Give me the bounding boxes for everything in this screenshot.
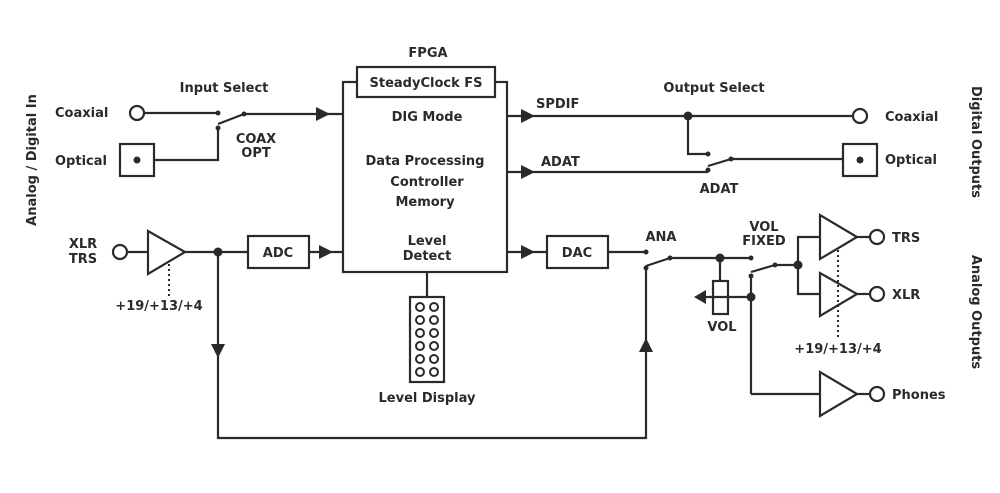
switch-label-opt: OPT	[241, 146, 271, 161]
level-detect-line1: Level	[408, 234, 447, 249]
level-led-icon	[415, 315, 425, 325]
fpga-data-processing: Data Processing	[366, 154, 485, 169]
adat-label: ADAT	[541, 155, 580, 170]
arrow-icon	[521, 165, 535, 179]
coaxial-in-jack-icon	[128, 104, 146, 122]
optical-in-label: Optical	[55, 154, 107, 169]
output-gain-label: +19/+13/+4	[794, 342, 881, 357]
optical-in-jack-icon	[118, 142, 156, 178]
vol-label: VOL	[707, 320, 736, 335]
trs-out-label: TRS	[892, 231, 920, 246]
xlr-out-label: XLR	[892, 288, 920, 303]
ana-switch	[645, 255, 673, 268]
trs-out-jack-icon	[868, 228, 886, 246]
coaxial-out-label: Coaxial	[885, 110, 938, 125]
analog-in-jack-icon	[111, 243, 129, 261]
arrow-up-icon	[639, 338, 653, 352]
fpga-title: FPGA	[408, 46, 447, 61]
dac-label: DAC	[562, 246, 592, 261]
arrow-icon	[521, 109, 535, 123]
arrow-icon	[521, 245, 535, 259]
output-select-title: Output Select	[663, 81, 764, 96]
side-label-analog-outputs: Analog Outputs	[968, 255, 983, 370]
input-gain-label: +19/+13/+4	[115, 299, 202, 314]
adc-block	[246, 234, 311, 270]
output-select-switch	[707, 156, 734, 168]
level-detect-line2: Detect	[403, 249, 452, 264]
input-select-title: Input Select	[180, 81, 269, 96]
xlr-out-jack-icon	[868, 285, 886, 303]
fpga-controller: Controller	[390, 175, 464, 190]
vol-fixed-label-2: FIXED	[742, 234, 786, 249]
steadyclock-label: SteadyClock FS	[370, 76, 483, 91]
vol-fixed-switch	[750, 262, 778, 274]
optical-out-jack-icon	[841, 142, 879, 178]
phones-out-jack-icon	[868, 385, 886, 403]
coaxial-out-jack-icon	[851, 107, 869, 125]
coaxial-in-label: Coaxial	[55, 106, 108, 121]
xlr-output-amplifier-icon	[818, 271, 860, 318]
level-led-icon	[415, 341, 425, 351]
input-amplifier-icon	[146, 229, 188, 276]
spdif-label: SPDIF	[536, 97, 579, 112]
dig-mode-label: DIG Mode	[392, 110, 463, 125]
arrow-icon	[316, 107, 330, 121]
level-led-icon	[415, 302, 425, 312]
switch-label-coax: COAX	[236, 132, 276, 147]
adc-label: ADC	[263, 246, 293, 261]
arrow-down-icon	[211, 344, 225, 358]
analog-in-label-trs: TRS	[69, 252, 97, 267]
vol-fixed-label-1: VOL	[749, 220, 778, 235]
steadyclock-block	[355, 65, 497, 99]
trs-output-amplifier-icon	[818, 213, 860, 261]
level-led-icon	[429, 302, 439, 312]
side-label-digital-outputs: Digital Outputs	[968, 86, 983, 198]
level-display-meter-icon	[408, 295, 446, 384]
phones-amplifier-icon	[818, 370, 860, 418]
input-select-switch	[217, 111, 247, 126]
fpga-memory: Memory	[395, 195, 455, 210]
level-led-icon	[415, 354, 425, 364]
arrow-left-icon	[694, 290, 706, 304]
ana-label: ANA	[645, 230, 676, 245]
level-led-icon	[415, 328, 425, 338]
level-led-icon	[429, 315, 439, 325]
arrow-icon	[319, 245, 333, 259]
level-led-icon	[429, 341, 439, 351]
level-display-label: Level Display	[379, 391, 476, 406]
level-led-icon	[429, 328, 439, 338]
phones-out-label: Phones	[892, 388, 946, 403]
analog-in-label-xlr: XLR	[69, 237, 97, 252]
level-led-icon	[429, 354, 439, 364]
adat-switch-label: ADAT	[700, 182, 739, 197]
optical-out-label: Optical	[885, 153, 937, 168]
level-led-icon	[415, 367, 425, 377]
level-led-icon	[429, 367, 439, 377]
side-label-inputs: Analog / Digital In	[25, 94, 40, 226]
